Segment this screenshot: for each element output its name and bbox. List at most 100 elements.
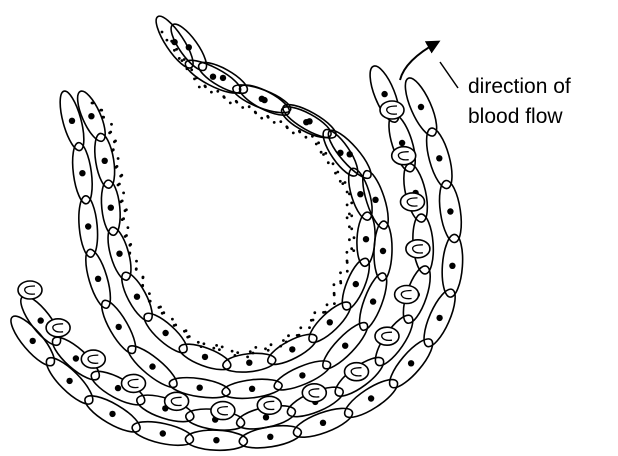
- plasma-dot: [222, 95, 225, 98]
- plasma-dot: [173, 49, 176, 52]
- plasma-dot: [135, 260, 138, 263]
- red-blood-cell: [81, 350, 105, 368]
- flow-label: direction of blood flow: [468, 72, 571, 132]
- red-blood-cell: [122, 374, 146, 392]
- red-blood-cell: [302, 384, 326, 402]
- red-blood-cell: [380, 101, 404, 119]
- red-blood-cell-outline: [302, 384, 326, 402]
- flow-label-line-1: direction of: [468, 72, 571, 102]
- endothelial-cell-outer-nucleus: [347, 151, 353, 157]
- endothelial-cell-outer-nucleus: [171, 39, 177, 45]
- plasma-dot: [273, 121, 276, 124]
- plasma-dot: [346, 204, 349, 207]
- plasma-dot: [348, 225, 351, 228]
- plasma-dot: [346, 216, 349, 219]
- plasma-dot: [313, 311, 316, 314]
- red-blood-cell: [375, 327, 399, 345]
- endothelial-cells: [55, 12, 393, 402]
- plasma-dot: [235, 100, 238, 103]
- plasma-dot: [332, 162, 335, 165]
- plasma-dot: [246, 356, 249, 359]
- red-blood-cell: [406, 240, 430, 258]
- flow-label-line-2: blood flow: [468, 102, 571, 132]
- plasma-dot: [127, 226, 130, 229]
- plasma-dot: [346, 270, 349, 273]
- plasma-dot: [339, 180, 342, 183]
- plasma-dot: [125, 208, 128, 211]
- plasma-dot: [299, 326, 302, 329]
- plasma-dot: [117, 157, 120, 160]
- red-blood-cell: [165, 392, 189, 410]
- endothelial-cell-outer-nucleus: [306, 118, 312, 124]
- plasma-dot: [193, 78, 196, 81]
- plasma-dot: [270, 343, 273, 346]
- red-blood-cell-outline: [345, 363, 369, 381]
- plasma-dot: [215, 344, 218, 347]
- plasma-dot: [203, 342, 206, 345]
- endothelial-cell-outer-nucleus: [372, 197, 378, 203]
- plasma-dot: [173, 324, 176, 327]
- red-blood-cell: [392, 147, 416, 165]
- plasma-dot: [333, 294, 336, 297]
- plasma-dot: [181, 59, 184, 62]
- plasma-dot: [116, 165, 119, 168]
- plasma-dot: [305, 136, 308, 139]
- endothelial-cell-outer-nucleus: [299, 372, 305, 378]
- plasma-dot: [171, 318, 174, 321]
- leader-line: [440, 62, 458, 88]
- endothelial-cell-nucleus: [116, 251, 122, 257]
- endothelial-cell-outer-nucleus: [79, 170, 85, 176]
- endothelial-cell-nucleus: [102, 158, 108, 164]
- plasma-dot: [178, 57, 181, 60]
- endothelial-cell-outer-nucleus: [85, 223, 91, 229]
- plasma-dot: [122, 192, 125, 195]
- plasma-dot: [322, 311, 325, 314]
- vessel-cell-outer-nucleus: [449, 263, 455, 269]
- plasma-dot: [285, 125, 288, 128]
- red-blood-cell-outline: [392, 147, 416, 165]
- red-blood-cell: [257, 396, 281, 414]
- plasma-dot: [221, 346, 224, 349]
- plasma-dot: [161, 312, 164, 315]
- endothelial-cell-outer-nucleus: [95, 276, 101, 282]
- plasma-dot: [326, 303, 329, 306]
- vessel-cell-outer-nucleus: [368, 395, 374, 401]
- vessel-cell-nucleus: [38, 317, 44, 323]
- endothelial-cell-nucleus: [88, 113, 94, 119]
- plasma-dot: [352, 249, 355, 252]
- red-blood-cell: [18, 281, 42, 299]
- plasma-dot: [190, 68, 193, 71]
- red-blood-cell-outline: [46, 319, 70, 337]
- vessel-cell-outer-nucleus: [320, 420, 326, 426]
- plasma-dot: [198, 86, 201, 89]
- plasma-dot: [161, 31, 164, 34]
- plasma-dot: [339, 282, 342, 285]
- plasma-dot: [216, 90, 219, 93]
- plasma-dot: [341, 182, 344, 185]
- vessel-cell-outer-nucleus: [213, 437, 219, 443]
- endothelial-cell-nucleus: [162, 330, 168, 336]
- plasma-dot: [346, 251, 349, 254]
- endothelial-cell-nucleus: [108, 205, 114, 211]
- plasma-dot: [249, 350, 252, 353]
- plasma-dot: [197, 341, 200, 344]
- endothelial-cell-outer-nucleus: [210, 74, 216, 80]
- red-blood-cell: [46, 319, 70, 337]
- plasma-dot: [91, 102, 94, 105]
- plasma-dot: [114, 140, 117, 143]
- vessel-cell-nucleus: [399, 140, 405, 146]
- plasma-dot: [183, 330, 186, 333]
- red-blood-cell-outline: [165, 392, 189, 410]
- plasma-dot: [339, 271, 342, 274]
- vessel-cell-nucleus: [73, 355, 79, 361]
- vessel-cell-outer-nucleus: [160, 430, 166, 436]
- plasma-dot: [333, 283, 336, 286]
- endothelial-cell-nucleus: [202, 354, 208, 360]
- plasma-dot: [282, 339, 285, 342]
- red-blood-cell-outline: [211, 402, 235, 420]
- endothelial-cell-outer-nucleus: [370, 298, 376, 304]
- red-blood-cell-outline: [122, 374, 146, 392]
- plasma-dot: [346, 261, 349, 264]
- plasma-dot: [212, 347, 215, 350]
- red-blood-cell-outline: [375, 327, 399, 345]
